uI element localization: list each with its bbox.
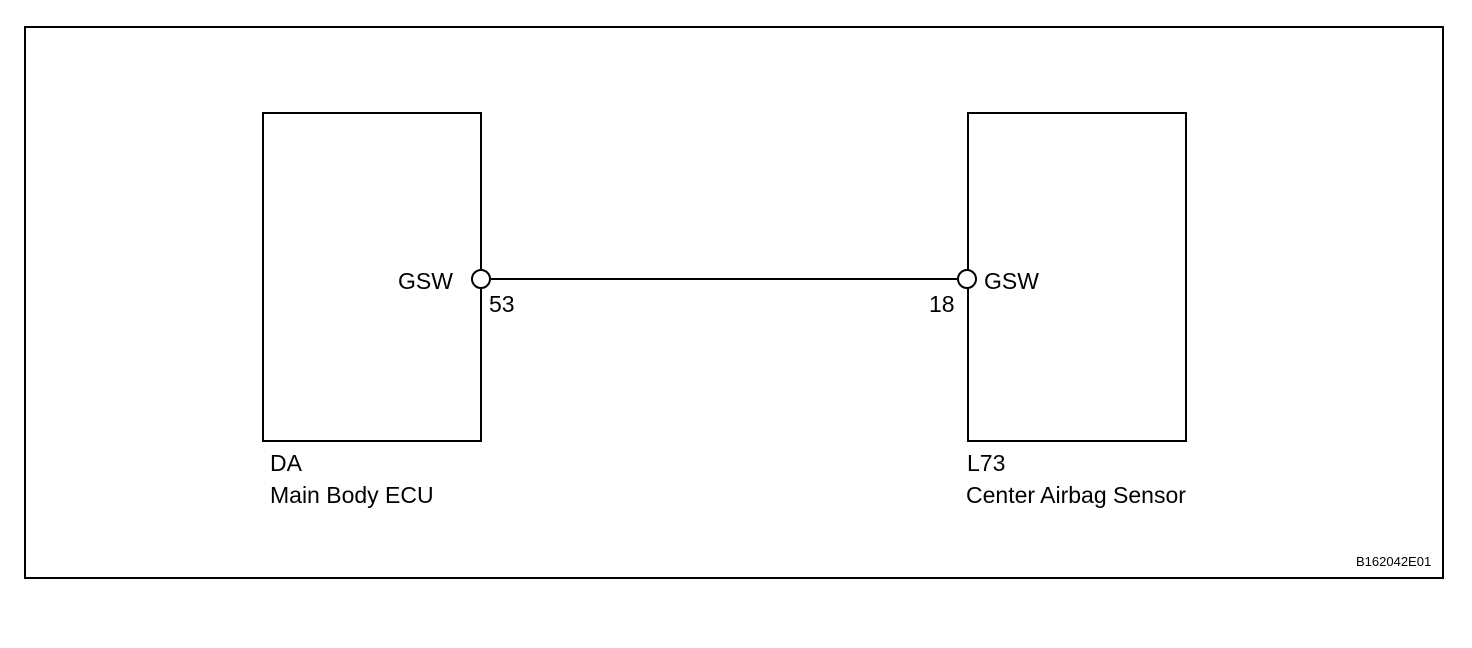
sensor-terminal-pin: 18 (929, 291, 955, 317)
ecu-terminal-name: GSW (398, 268, 453, 294)
ecu-module-name: Main Body ECU (270, 482, 434, 508)
ecu-terminal-circle (471, 269, 491, 289)
figure-reference-code: B162042E01 (1356, 554, 1432, 569)
sensor-terminal-name: GSW (984, 268, 1039, 294)
ecu-terminal-pin: 53 (489, 291, 515, 317)
sensor-module-name: Center Airbag Sensor (966, 482, 1186, 508)
sensor-terminal-circle (957, 269, 977, 289)
center-airbag-sensor-box (967, 112, 1187, 442)
sensor-connector-code: L73 (967, 450, 1006, 476)
main-body-ecu-box (262, 112, 482, 442)
diagram-frame (24, 26, 1444, 579)
gsw-wire (491, 278, 957, 280)
ecu-connector-code: DA (270, 450, 302, 476)
